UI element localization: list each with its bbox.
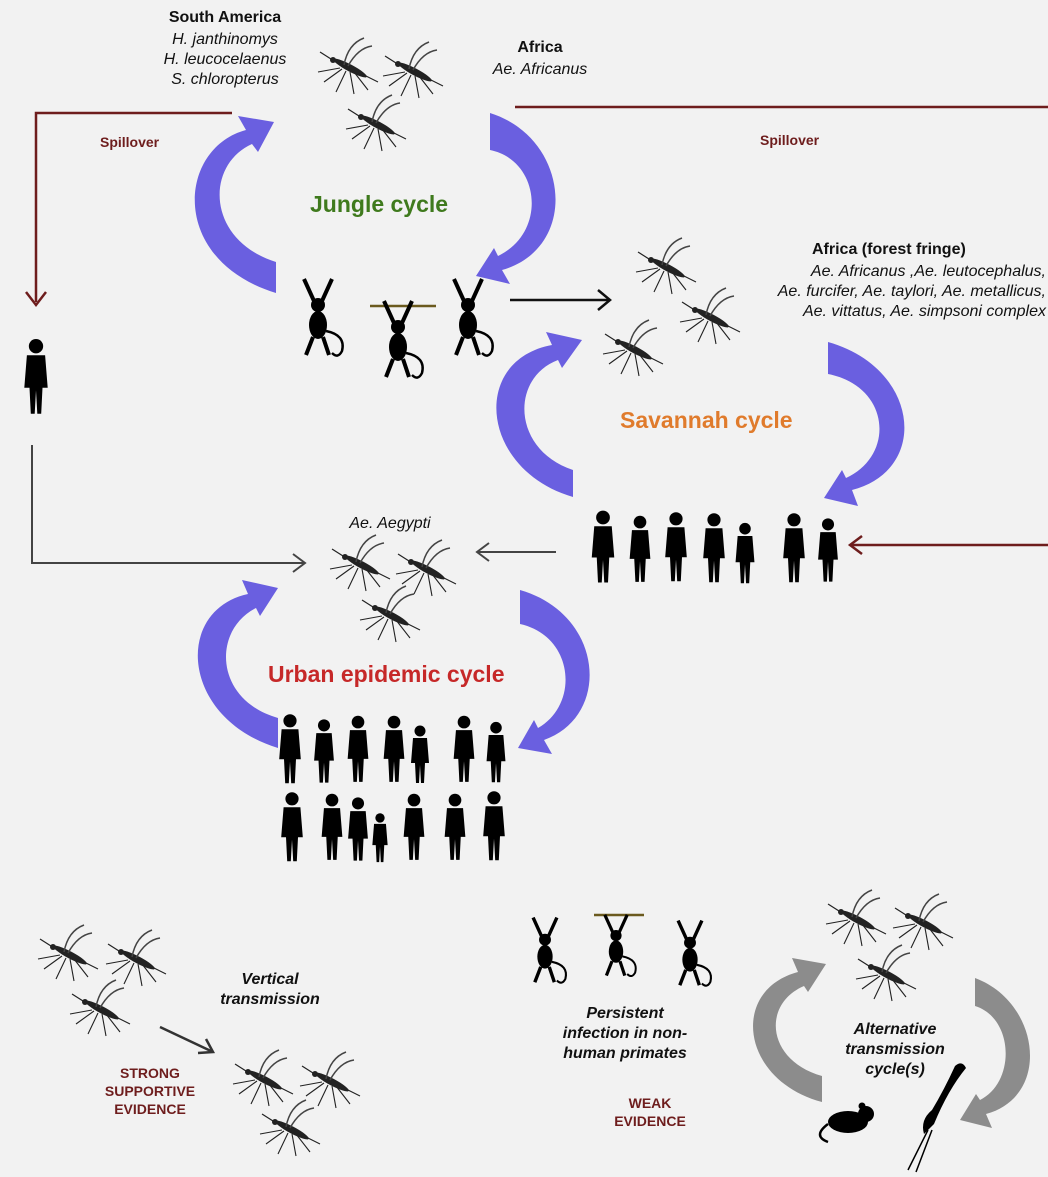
spillover-right-line	[515, 105, 1048, 555]
weak-evidence-label: WEAK EVIDENCE	[614, 1095, 686, 1129]
savannah-to-urban-arrow	[475, 542, 556, 562]
mosquito-icon	[317, 37, 444, 152]
monkey-icon	[302, 277, 495, 380]
mosquito-icon	[825, 889, 954, 1002]
traveler-to-urban-arrow	[31, 445, 307, 573]
south-america-title: South America	[168, 9, 282, 26]
south-america-species: H. janthinomys H. leucocelaenus S. chlor…	[163, 31, 287, 88]
forest-fringe-title: Africa (forest fringe)	[812, 241, 966, 258]
savannah-cycle-label: Savannah cycle	[620, 407, 793, 433]
savannah-cycle-arrows	[496, 332, 905, 506]
persistent-infection-label: Persistent infection in non- human prima…	[562, 1005, 688, 1062]
rodent-icon	[818, 1102, 874, 1144]
africa-title: Africa	[517, 39, 563, 56]
jungle-to-savannah-arrow	[510, 289, 612, 311]
mosquito-icon	[329, 534, 457, 643]
mosquito-icon	[37, 924, 167, 1037]
forest-fringe-species: Ae. Africanus ,Ae. leutocephalus, Ae. fu…	[777, 263, 1046, 320]
strong-evidence-label: STRONG SUPPORTIVE EVIDENCE	[104, 1065, 196, 1117]
alternative-cycle-arrows	[753, 958, 1031, 1128]
human-icon	[591, 510, 838, 584]
monkey-icon	[531, 913, 713, 988]
mosquito-icon	[232, 1049, 361, 1157]
africa-species: Ae. Africanus	[492, 61, 588, 78]
spillover-left-label: Spillover	[100, 134, 160, 150]
bird-icon	[907, 1063, 966, 1173]
mosquito-icon	[602, 237, 741, 377]
urban-vector-label: Ae. Aegypti	[349, 515, 431, 532]
urban-cycle-arrows	[197, 580, 590, 754]
alternative-cycle-label: Alternative transmission cycle(s)	[845, 1021, 945, 1078]
jungle-cycle-arrows	[194, 113, 556, 293]
vertical-transmission-arrow	[159, 1025, 216, 1055]
vertical-transmission-label: Vertical transmission	[220, 971, 320, 1008]
spillover-right-label: Spillover	[760, 132, 820, 148]
human-icon	[24, 339, 48, 414]
urban-cycle-label: Urban epidemic cycle	[268, 661, 505, 687]
jungle-cycle-label: Jungle cycle	[310, 191, 449, 217]
spillover-left-line	[25, 111, 232, 308]
human-icon	[279, 714, 506, 863]
